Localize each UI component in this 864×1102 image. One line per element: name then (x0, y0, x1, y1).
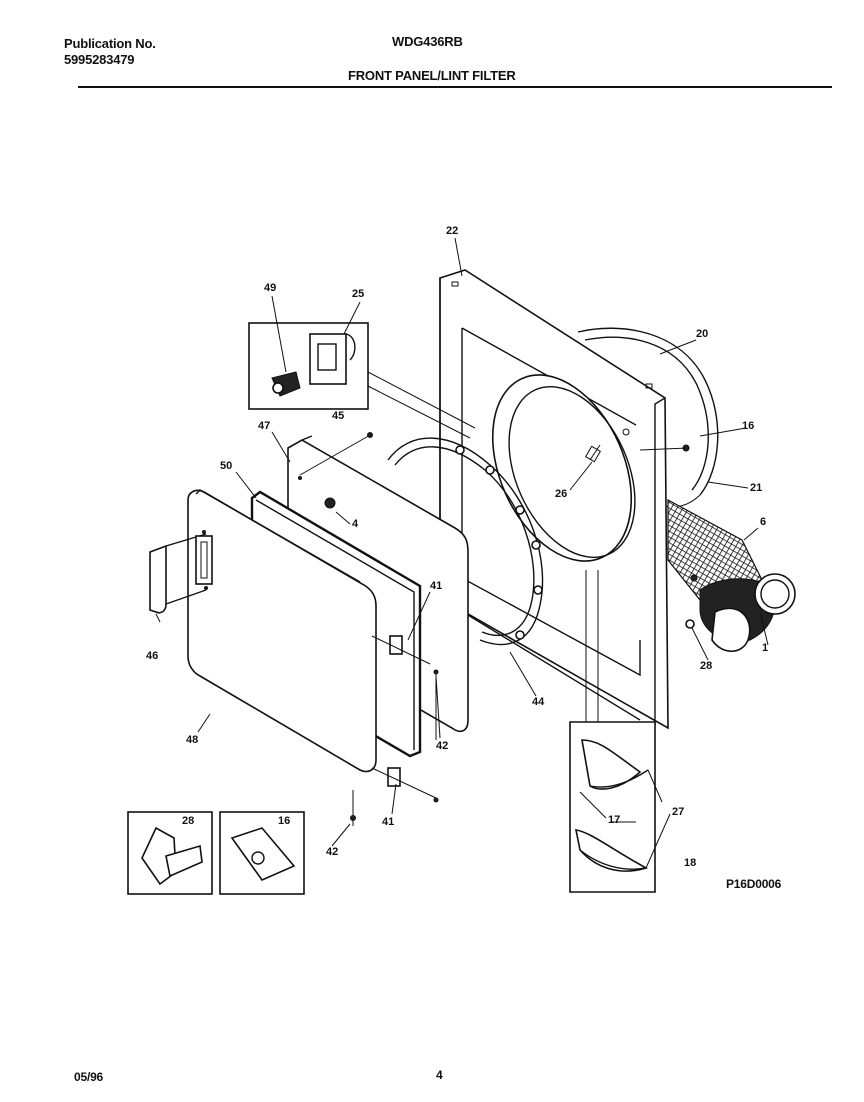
callout-47: 47 (258, 420, 271, 432)
header-rule (78, 86, 832, 88)
callout-44: 44 (532, 696, 545, 708)
callout-28-inset: 28 (182, 815, 195, 827)
callout-16-inset: 16 (278, 815, 291, 827)
callout-1: 1 (762, 642, 769, 654)
inset-clip-28 (127, 811, 213, 895)
publication-label: Publication No. (64, 36, 156, 51)
hinge-lower (371, 767, 437, 799)
callout-48: 48 (186, 734, 199, 746)
callout-6: 6 (760, 516, 767, 528)
inner-door-ring (387, 437, 544, 646)
callout-25: 25 (352, 288, 365, 300)
callout-50: 50 (220, 460, 233, 472)
callout-26: 26 (555, 488, 568, 500)
section-title: FRONT PANEL/LINT FILTER (348, 68, 516, 83)
callout-46: 46 (146, 650, 159, 662)
inset-clip-16 (219, 811, 305, 895)
diagram-code: P16D0006 (726, 877, 782, 891)
callout-22: 22 (446, 225, 459, 237)
model-number: WDG436RB (392, 34, 463, 49)
lint-duct (667, 498, 796, 653)
publication-number: 5995283479 (64, 52, 135, 67)
door-handle (149, 533, 213, 614)
callout-42-lower: 42 (326, 846, 339, 858)
callout-21: 21 (750, 482, 763, 494)
callout-16: 16 (742, 420, 755, 432)
callout-49: 49 (264, 282, 277, 294)
screw-6 (690, 574, 698, 582)
footer-date: 05/96 (74, 1070, 104, 1084)
clip-28 (685, 619, 695, 629)
outer-door-panel (187, 489, 377, 773)
callout-27: 27 (672, 806, 685, 818)
screw-42-door (350, 815, 356, 821)
callout-18: 18 (684, 857, 697, 869)
page-number: 4 (436, 1068, 443, 1082)
inset-door-switch (248, 322, 476, 439)
callout-17: 17 (608, 814, 621, 826)
callout-20: 20 (696, 328, 709, 340)
callout-42-upper: 42 (436, 740, 449, 752)
drum-seal-ring (577, 327, 719, 496)
hinge-upper (371, 635, 431, 665)
callout-41-upper: 41 (430, 580, 443, 592)
callout-45: 45 (332, 410, 345, 422)
callout-41-lower: 41 (382, 816, 395, 828)
callout-28: 28 (700, 660, 713, 672)
callout-4: 4 (352, 518, 359, 530)
inset-lint-filter (569, 570, 671, 893)
screw-42-lower (433, 797, 439, 803)
screw-42-upper (433, 669, 439, 675)
